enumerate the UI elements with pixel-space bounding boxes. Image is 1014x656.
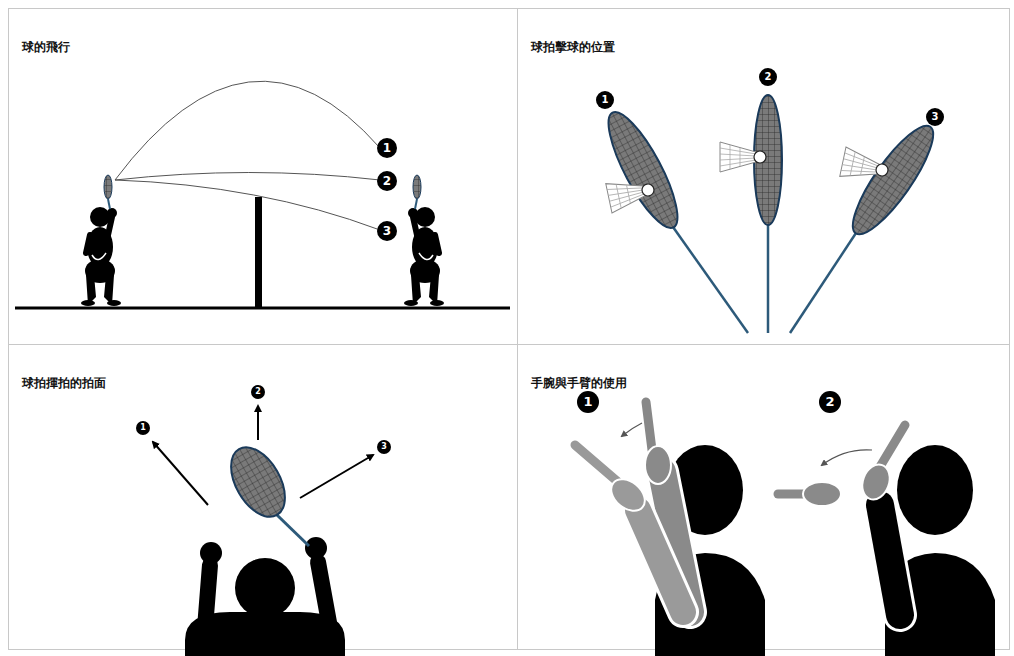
hand-shape [645, 446, 671, 484]
shuttlecock [606, 174, 657, 213]
racket-shape [778, 490, 805, 499]
racket-handle [790, 233, 856, 333]
figure-panel: 手腕與手臂的使用 [517, 344, 1010, 650]
racket-shape [878, 425, 905, 470]
callout-number: 1 [596, 91, 614, 109]
direction-arrow [257, 406, 259, 440]
player-figure [404, 175, 444, 306]
panel-heading: 手腕與手臂的使用 [531, 375, 627, 392]
direction-arrow [153, 442, 208, 505]
arm-outline [880, 505, 900, 615]
panel-heading: 球拍擊球的位置 [531, 39, 615, 56]
racket-head [597, 104, 690, 236]
shuttlecock [720, 142, 766, 172]
head-shape [235, 558, 295, 618]
flight-illustration [15, 81, 510, 308]
panel-heading: 球拍揮拍的拍面 [22, 375, 106, 392]
ground-line [15, 307, 510, 310]
callout-number: 3 [377, 221, 397, 241]
racket-shape [646, 402, 652, 450]
trajectory-line [115, 81, 380, 180]
fist-shape [305, 537, 327, 559]
callout-number: 3 [926, 108, 944, 126]
face-illustration [153, 406, 373, 656]
racket-handle [767, 225, 770, 333]
callout-number: 2 [251, 385, 265, 399]
panel-heading: 球的飛行 [22, 39, 70, 56]
arm-shape [662, 472, 690, 612]
body-shape [185, 612, 345, 656]
arm-illustration [575, 402, 995, 656]
callout-number: 2 [759, 68, 777, 86]
callout-number: 2 [819, 391, 841, 413]
racket-head [841, 116, 945, 243]
callout-number: 1 [377, 138, 397, 158]
racket-head [754, 95, 782, 225]
motion-arrow [622, 423, 642, 436]
arm-shape [638, 510, 683, 612]
direction-arrow [300, 455, 373, 498]
contact-illustration [597, 95, 945, 333]
net-post [255, 197, 262, 308]
callout-number: 2 [377, 171, 397, 191]
shuttlecock [840, 147, 891, 186]
arm-shape [880, 505, 900, 615]
figure-panel: 球的飛行 [8, 8, 518, 345]
trajectory-line [115, 180, 380, 230]
hand-shape [858, 461, 895, 504]
body-shape [655, 553, 765, 656]
player-figure [81, 175, 121, 306]
arm-outline [638, 510, 683, 612]
fist-shape [200, 542, 222, 564]
racket-shape [575, 445, 618, 482]
arm-shape [205, 565, 210, 628]
motion-arrow [822, 450, 872, 465]
figure-panel: 球拍擊球的位置 [517, 8, 1010, 345]
hand-shape [803, 482, 841, 506]
head-shape [897, 445, 973, 535]
arm-shape [318, 562, 330, 628]
arm-outline [662, 472, 690, 612]
racket-handle [673, 227, 748, 333]
callout-number: 1 [577, 391, 599, 413]
hand-shape [605, 473, 651, 517]
head-shape [667, 445, 743, 535]
callout-number: 3 [377, 440, 391, 454]
body-shape [885, 553, 995, 656]
racket-handle [277, 515, 309, 546]
racket-head [220, 438, 296, 526]
trajectory-line [115, 173, 380, 181]
callout-number: 1 [136, 421, 150, 435]
